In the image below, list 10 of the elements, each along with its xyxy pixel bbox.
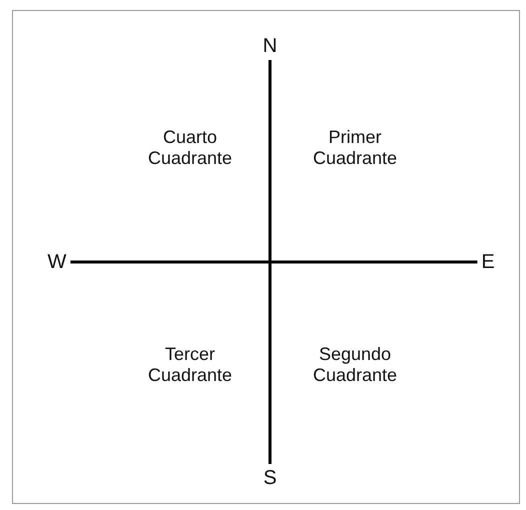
quadrant-label: Tercer Cuadrante [146,344,234,386]
axis-line [70,260,478,264]
direction-label: E [479,250,497,274]
quadrant-label: Primer Cuadrante [312,127,398,169]
direction-label: N [260,34,280,58]
direction-label: S [261,466,279,490]
direction-label: W [46,250,68,274]
quadrant-label: Cuarto Cuadrante [146,127,234,169]
quadrant-label: Segundo Cuadrante [312,344,398,386]
axis-line [268,60,272,464]
